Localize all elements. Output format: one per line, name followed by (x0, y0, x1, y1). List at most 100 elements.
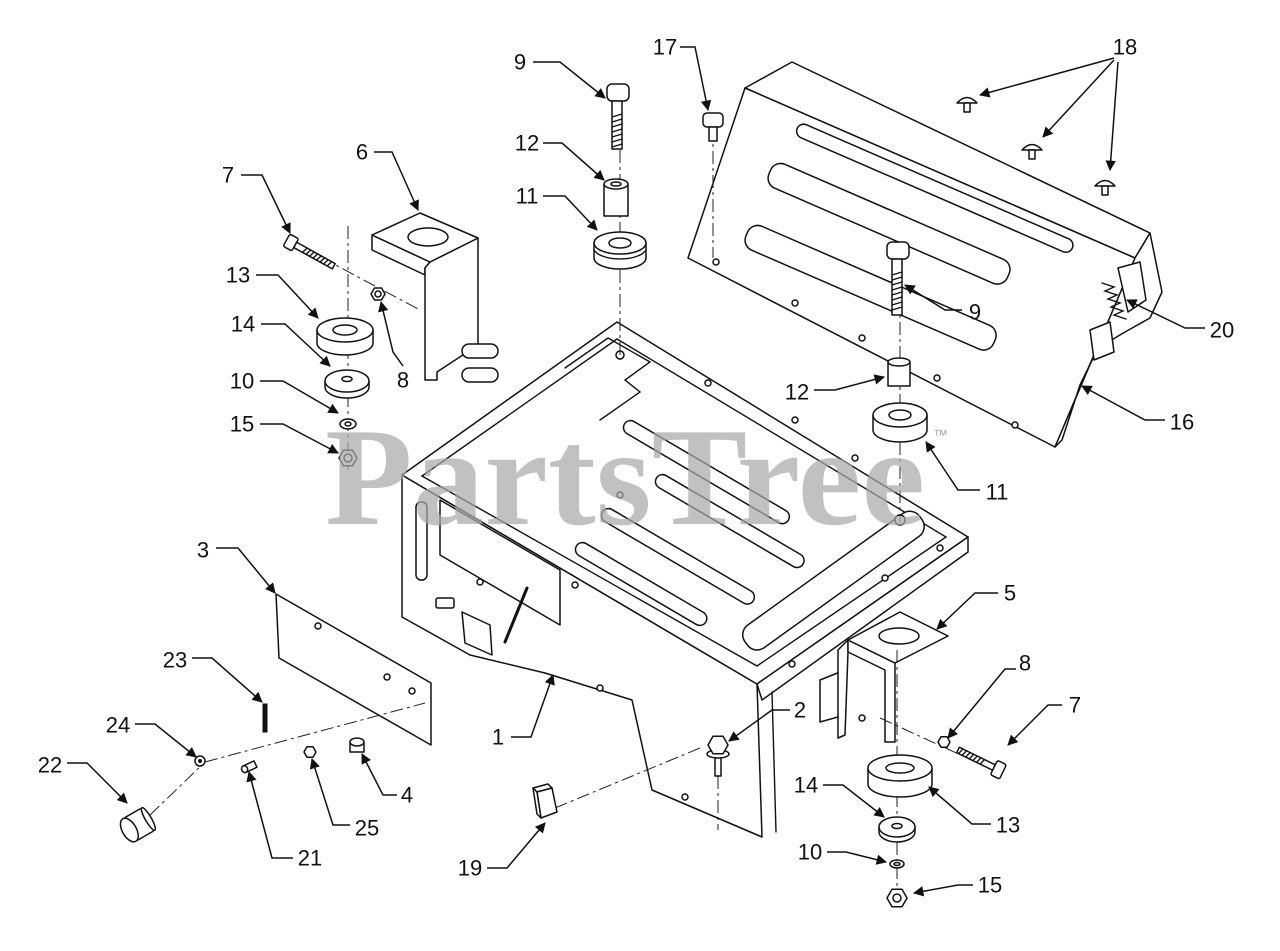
bolt-left (283, 233, 336, 270)
callout-7: 7 (1007, 693, 1081, 746)
callout-label: 12 (515, 131, 539, 156)
callout-label: 4 (401, 783, 413, 808)
callout-8: 8 (947, 651, 1031, 739)
washer-small-left (339, 418, 357, 430)
callout-label: 25 (355, 816, 379, 841)
watermark-text: PartsTree (325, 400, 925, 555)
leader-line (543, 195, 598, 231)
callout-9: 9 (904, 284, 981, 325)
grommet-upper (593, 231, 647, 270)
nut-left (338, 449, 358, 467)
callout-10: 10 (798, 840, 888, 865)
callout-label: 11 (986, 480, 1009, 505)
callout-label: 8 (397, 368, 409, 393)
right-bracket (819, 611, 949, 743)
callout-label: 12 (785, 380, 809, 405)
nut-right-small (937, 736, 951, 748)
callout-1: 1 (492, 674, 555, 750)
callout-label: 9 (514, 50, 526, 75)
leader-line (260, 380, 339, 414)
bolt-right (886, 241, 910, 316)
rear-panel (687, 61, 1163, 448)
main-frame (401, 321, 969, 838)
callout-21: 21 (246, 770, 322, 871)
spacer-upper (603, 178, 629, 217)
callout-label: 5 (1004, 581, 1016, 606)
cover-plate (275, 593, 432, 746)
callout-label: 7 (222, 163, 234, 188)
leader-line (827, 851, 888, 865)
leader-line (728, 709, 790, 742)
callout-9: 9 (514, 50, 606, 99)
leader-line (1042, 59, 1115, 138)
callout-11: 11 (516, 184, 598, 231)
leader-line (361, 753, 397, 796)
latch-lever (435, 586, 529, 656)
leader-line (135, 723, 197, 758)
callout-label: 14 (231, 312, 255, 337)
callout-15: 15 (912, 873, 1002, 898)
push-fasteners (956, 96, 1116, 196)
leader-line (378, 300, 404, 367)
callout-label: 11 (516, 184, 539, 209)
callout-3: 3 (197, 538, 276, 594)
leader-line (978, 57, 1115, 98)
leader-line (256, 274, 319, 319)
knob (119, 806, 157, 843)
callout-label: 13 (996, 813, 1020, 838)
callout-13: 13 (226, 263, 319, 319)
callout-label: 22 (38, 753, 62, 778)
grommet-right-lower (867, 754, 933, 798)
callout-14: 14 (231, 312, 331, 367)
leader-line (374, 151, 419, 211)
callout-label: 15 (230, 412, 254, 437)
callout-25: 25 (309, 757, 379, 841)
leader-line (912, 884, 973, 897)
pin (240, 760, 258, 774)
leader-line (814, 374, 886, 391)
callout-19: 19 (458, 822, 546, 881)
callout-6: 6 (356, 140, 419, 211)
leader-line (680, 46, 712, 112)
spring (1101, 282, 1127, 320)
callout-24: 24 (106, 713, 197, 758)
callout-22: 22 (38, 753, 128, 804)
callout-4: 4 (361, 753, 413, 808)
callout-16: 16 (1081, 385, 1194, 435)
leader-line (241, 174, 291, 234)
bolt-right-lower (955, 746, 1007, 780)
leader-line (261, 323, 331, 367)
washer-small-right (889, 859, 905, 869)
leader-line (216, 547, 276, 594)
callout-label: 7 (1069, 693, 1081, 718)
callout-label: 24 (106, 713, 130, 738)
bumper-block (532, 783, 558, 819)
callout-label: 6 (356, 140, 368, 165)
callout-label: 2 (794, 698, 806, 723)
spacer-right (887, 357, 911, 387)
leader-line (67, 762, 128, 804)
stud (349, 737, 365, 753)
callout-label: 9 (969, 300, 981, 325)
callout-15: 15 (230, 412, 339, 454)
callout-label: 8 (1019, 651, 1031, 676)
callout-label: 1 (492, 725, 504, 750)
leader-line (1126, 299, 1205, 329)
callout-18: 18 (978, 35, 1137, 172)
watermark: PartsTree ™ (325, 400, 948, 555)
washer-large-left (324, 369, 370, 399)
leader-line (904, 284, 962, 311)
callout-14: 14 (794, 773, 885, 818)
callout-7: 7 (222, 163, 291, 234)
callout-23: 23 (163, 648, 263, 703)
callout-12: 12 (515, 131, 605, 181)
leader-line (1081, 385, 1165, 421)
callout-label: 3 (197, 538, 209, 563)
leader-line (487, 822, 546, 869)
callout-label: 10 (230, 369, 254, 394)
callout-10: 10 (230, 369, 339, 414)
callout-label: 19 (458, 856, 482, 881)
callout-12: 12 (785, 374, 886, 405)
